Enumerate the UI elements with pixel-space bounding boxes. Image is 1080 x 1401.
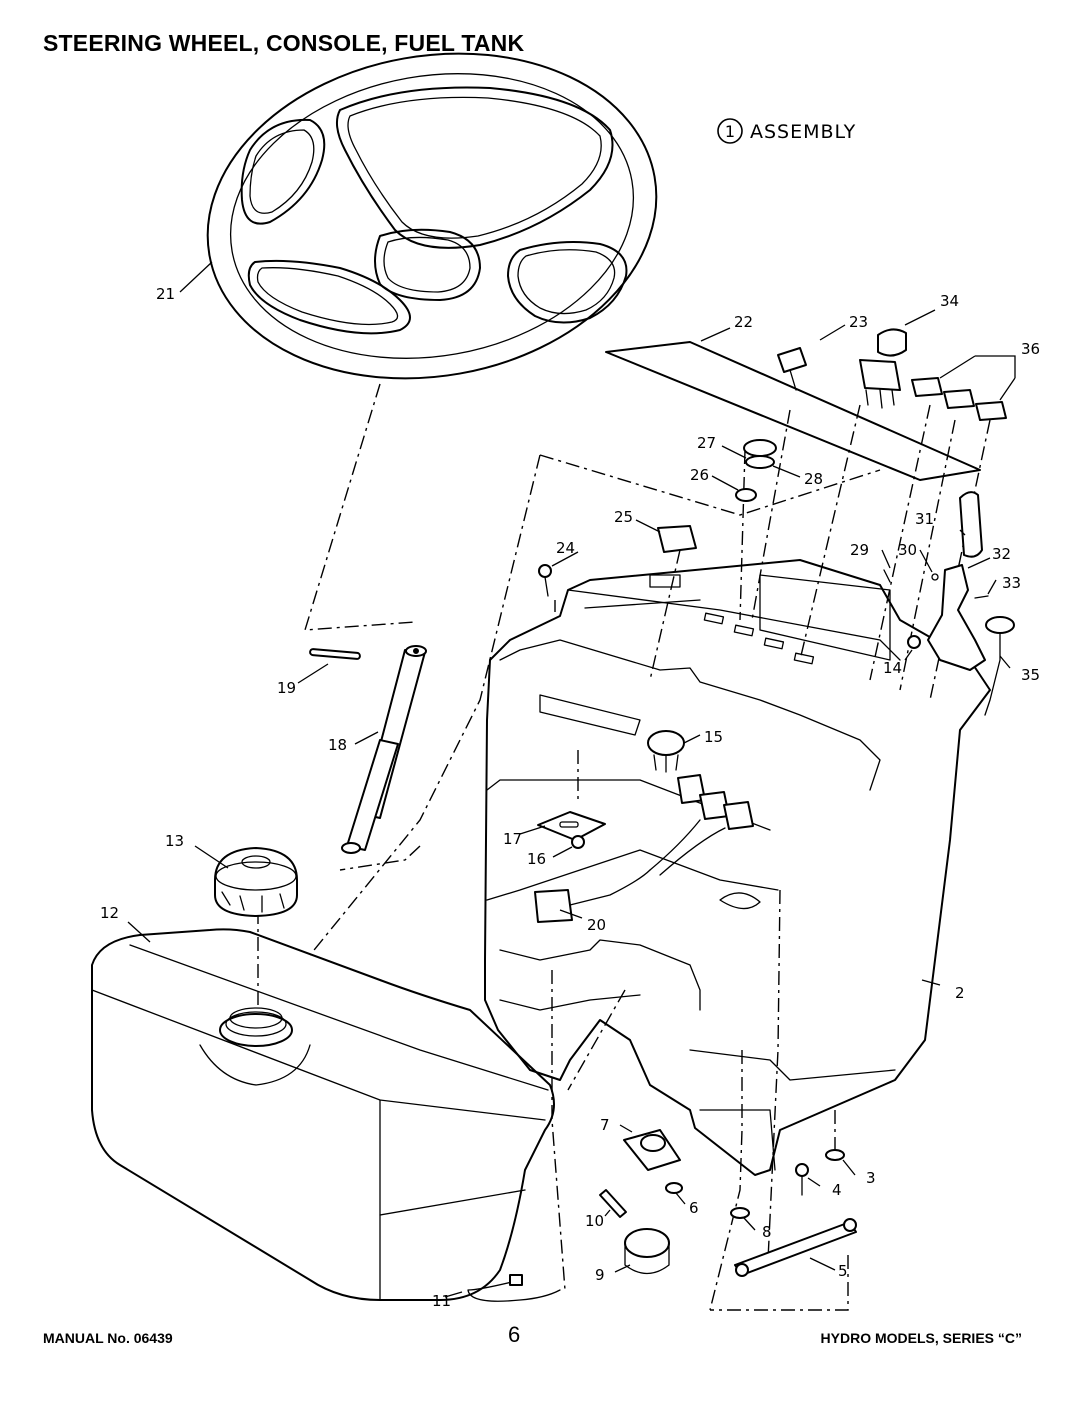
assembly-circle-icon xyxy=(717,118,743,144)
callout-13: 13 xyxy=(165,832,184,850)
callout-24: 24 xyxy=(556,539,575,557)
small-parts-drawing xyxy=(467,328,1015,1302)
callout-7: 7 xyxy=(600,1116,610,1134)
callout-36: 36 xyxy=(1021,340,1040,358)
callout-26: 26 xyxy=(690,466,709,484)
callout-15: 15 xyxy=(704,728,723,746)
callout-19: 19 xyxy=(277,679,296,697)
callout-leaders xyxy=(127,261,1016,1298)
dash-panel-overlay-drawing xyxy=(605,341,981,481)
assembly-centerlines xyxy=(257,383,991,1311)
callout-14: 14 xyxy=(883,659,902,677)
callout-17: 17 xyxy=(503,830,522,848)
callout-labels: 2 3 4 5 6 7 8 9 10 11 12 13 14 15 16 17 … xyxy=(100,285,1040,1310)
assembly-label: ASSEMBLY xyxy=(750,121,856,143)
callout-11: 11 xyxy=(432,1292,451,1310)
assembly-number: 1 xyxy=(725,122,735,141)
callout-5: 5 xyxy=(838,1262,848,1280)
callout-25: 25 xyxy=(614,508,633,526)
callout-27: 27 xyxy=(697,434,716,452)
callout-34: 34 xyxy=(940,292,959,310)
callout-21: 21 xyxy=(156,285,175,303)
callout-12: 12 xyxy=(100,904,119,922)
callout-4: 4 xyxy=(832,1181,842,1199)
callout-31: 31 xyxy=(915,510,934,528)
callout-3: 3 xyxy=(866,1169,876,1187)
callout-23: 23 xyxy=(849,313,868,331)
manual-number: MANUAL No. 06439 xyxy=(43,1330,173,1346)
assembly-note: 1 ASSEMBLY xyxy=(717,118,856,144)
callout-35: 35 xyxy=(1021,666,1040,684)
callout-18: 18 xyxy=(328,736,347,754)
callout-32: 32 xyxy=(992,545,1011,563)
callout-33: 33 xyxy=(1002,574,1021,592)
callout-16: 16 xyxy=(527,850,546,868)
steering-shaft-drawing xyxy=(309,645,427,854)
callout-22: 22 xyxy=(734,313,753,331)
callout-8: 8 xyxy=(762,1223,772,1241)
page-title: STEERING WHEEL, CONSOLE, FUEL TANK xyxy=(43,30,525,56)
callout-28: 28 xyxy=(804,470,823,488)
steering-wheel-drawing xyxy=(206,52,658,380)
callout-29: 29 xyxy=(850,541,869,559)
callout-9: 9 xyxy=(595,1266,605,1284)
callout-30: 30 xyxy=(898,541,917,559)
fuel-tank-drawing xyxy=(91,847,555,1301)
callout-6: 6 xyxy=(689,1199,699,1217)
callout-2: 2 xyxy=(955,984,965,1002)
console-drawing xyxy=(484,559,991,1176)
callout-10: 10 xyxy=(585,1212,604,1230)
page-number: 6 xyxy=(508,1322,521,1347)
callout-20: 20 xyxy=(587,916,606,934)
model-series: HYDRO MODELS, SERIES “C” xyxy=(820,1330,1022,1346)
